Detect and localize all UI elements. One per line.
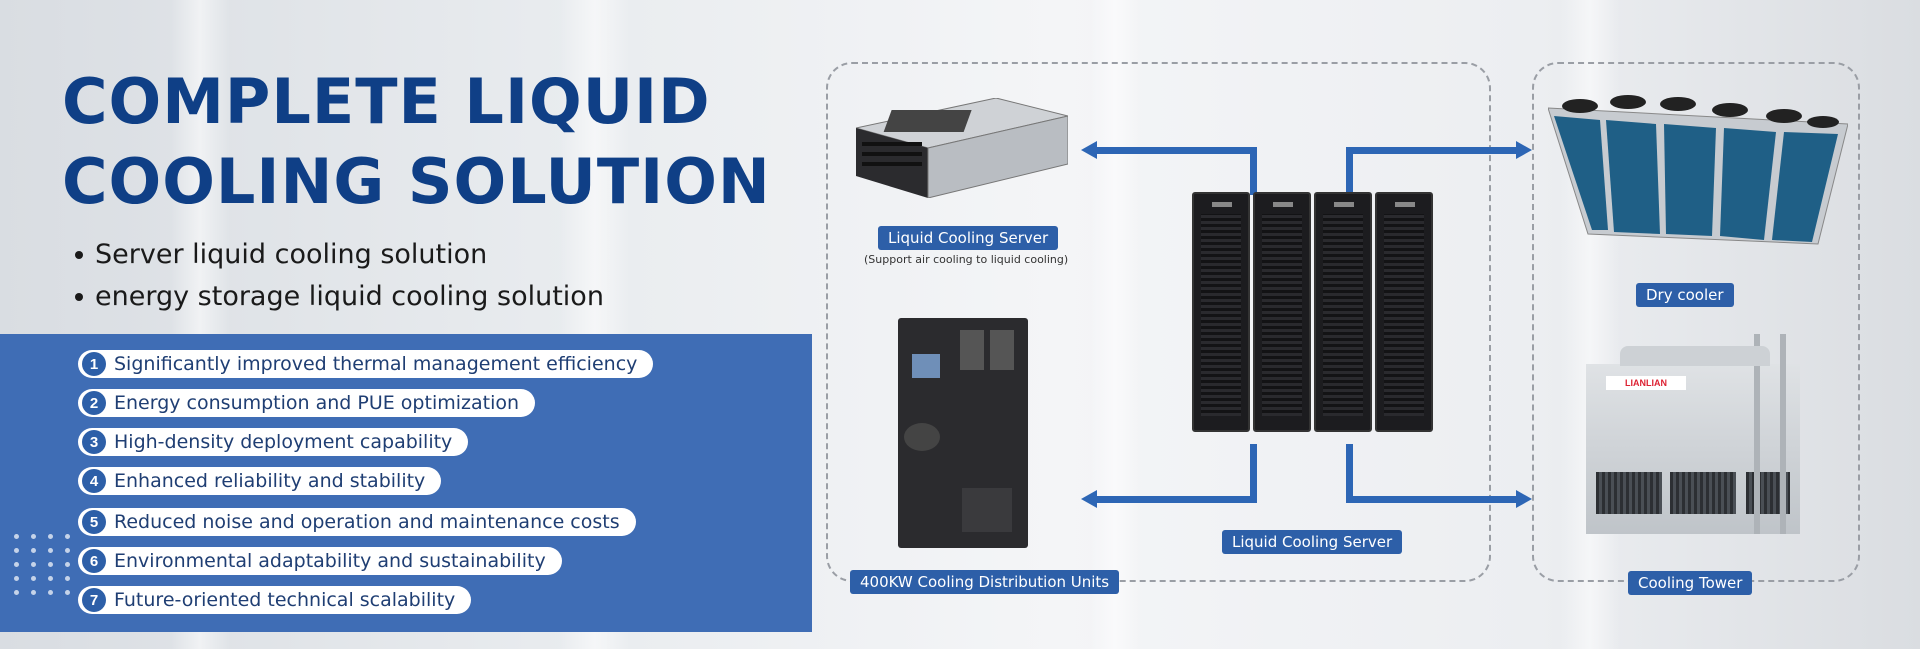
pipe-line bbox=[1346, 496, 1518, 503]
feature-item-1: 1 Significantly improved thermal manageme… bbox=[78, 350, 654, 378]
server-chassis-image bbox=[856, 98, 1068, 198]
number-6-icon: 6 bbox=[82, 549, 106, 573]
bullet-text: Server liquid cooling solution bbox=[95, 239, 488, 270]
pipe-line bbox=[1346, 147, 1518, 154]
bullet-item: Server liquid cooling solution bbox=[75, 234, 604, 276]
arrow-right-icon bbox=[1516, 490, 1532, 508]
title-line-1: COMPLETE LIQUID bbox=[62, 65, 711, 138]
page-title: COMPLETE LIQUID COOLING SOLUTION bbox=[62, 62, 782, 222]
feature-item-6: 6 Environmental adaptability and sustaina… bbox=[78, 547, 562, 575]
dry-cooler-label: Dry cooler bbox=[1636, 283, 1734, 307]
arrow-right-icon bbox=[1516, 141, 1532, 159]
cdu-screen bbox=[912, 354, 940, 378]
number-7-icon: 7 bbox=[82, 588, 106, 612]
arrow-left-icon bbox=[1081, 490, 1097, 508]
feature-text: Enhanced reliability and stability bbox=[114, 470, 426, 492]
pipe-line bbox=[1095, 147, 1255, 154]
feature-text: Energy consumption and PUE optimization bbox=[114, 392, 520, 414]
rack-label: Liquid Cooling Server bbox=[1222, 530, 1403, 554]
bullet-dot-icon bbox=[75, 251, 83, 259]
number-3-icon: 3 bbox=[82, 430, 106, 454]
tower-fan-deck bbox=[1620, 346, 1770, 366]
pipe-line bbox=[1346, 147, 1353, 195]
server-rack-image bbox=[1314, 192, 1372, 432]
feature-item-5: 5 Reduced noise and operation and mainten… bbox=[78, 508, 636, 536]
server-group-frame bbox=[826, 62, 1491, 582]
feature-item-3: 3 High-density deployment capability bbox=[78, 428, 469, 456]
server-label: Liquid Cooling Server bbox=[878, 226, 1059, 250]
server-rack-image bbox=[1375, 192, 1433, 432]
feature-text: Reduced noise and operation and maintena… bbox=[114, 511, 620, 533]
dry-cooler-image bbox=[1548, 95, 1848, 245]
feature-text: Environmental adaptability and sustainab… bbox=[114, 550, 546, 572]
server-rack-image bbox=[1192, 192, 1250, 432]
pipe-line bbox=[1095, 496, 1255, 503]
title-line-2: COOLING SOLUTION bbox=[62, 145, 771, 218]
bullet-list: Server liquid cooling solution energy st… bbox=[75, 234, 604, 318]
feature-text: High-density deployment capability bbox=[114, 431, 453, 453]
server-sublabel: (Support air cooling to liquid cooling) bbox=[864, 253, 1069, 266]
feature-item-2: 2 Energy consumption and PUE optimization bbox=[78, 389, 536, 417]
number-5-icon: 5 bbox=[82, 510, 106, 534]
cooling-tower-label: Cooling Tower bbox=[1628, 571, 1753, 595]
bullet-text: energy storage liquid cooling solution bbox=[95, 281, 604, 312]
number-2-icon: 2 bbox=[82, 391, 106, 415]
feature-item-4: 4 Enhanced reliability and stability bbox=[78, 467, 442, 495]
cdu-cabinet-image bbox=[898, 318, 1028, 548]
server-rack-image bbox=[1253, 192, 1311, 432]
number-1-icon: 1 bbox=[82, 352, 106, 376]
arrow-left-icon bbox=[1081, 141, 1097, 159]
feature-item-7: 7 Future-oriented technical scalability bbox=[78, 586, 472, 614]
bg-pillar bbox=[1090, 0, 1140, 649]
pipe-line bbox=[1250, 444, 1257, 503]
pipe-line bbox=[1250, 147, 1257, 195]
features-panel: 1 Significantly improved thermal manageme… bbox=[0, 334, 812, 632]
cdu-label: 400KW Cooling Distribution Units bbox=[850, 570, 1120, 594]
cooling-tower-image: LIANLIAN bbox=[1586, 334, 1800, 534]
tower-brand: LIANLIAN bbox=[1606, 376, 1686, 390]
bullet-dot-icon bbox=[75, 293, 83, 301]
number-4-icon: 4 bbox=[82, 469, 106, 493]
dot-grid-icon bbox=[14, 534, 73, 595]
feature-text: Future-oriented technical scalability bbox=[114, 589, 456, 611]
feature-text: Significantly improved thermal managemen… bbox=[114, 353, 638, 375]
bullet-item: energy storage liquid cooling solution bbox=[75, 276, 604, 318]
pipe-line bbox=[1346, 444, 1353, 503]
